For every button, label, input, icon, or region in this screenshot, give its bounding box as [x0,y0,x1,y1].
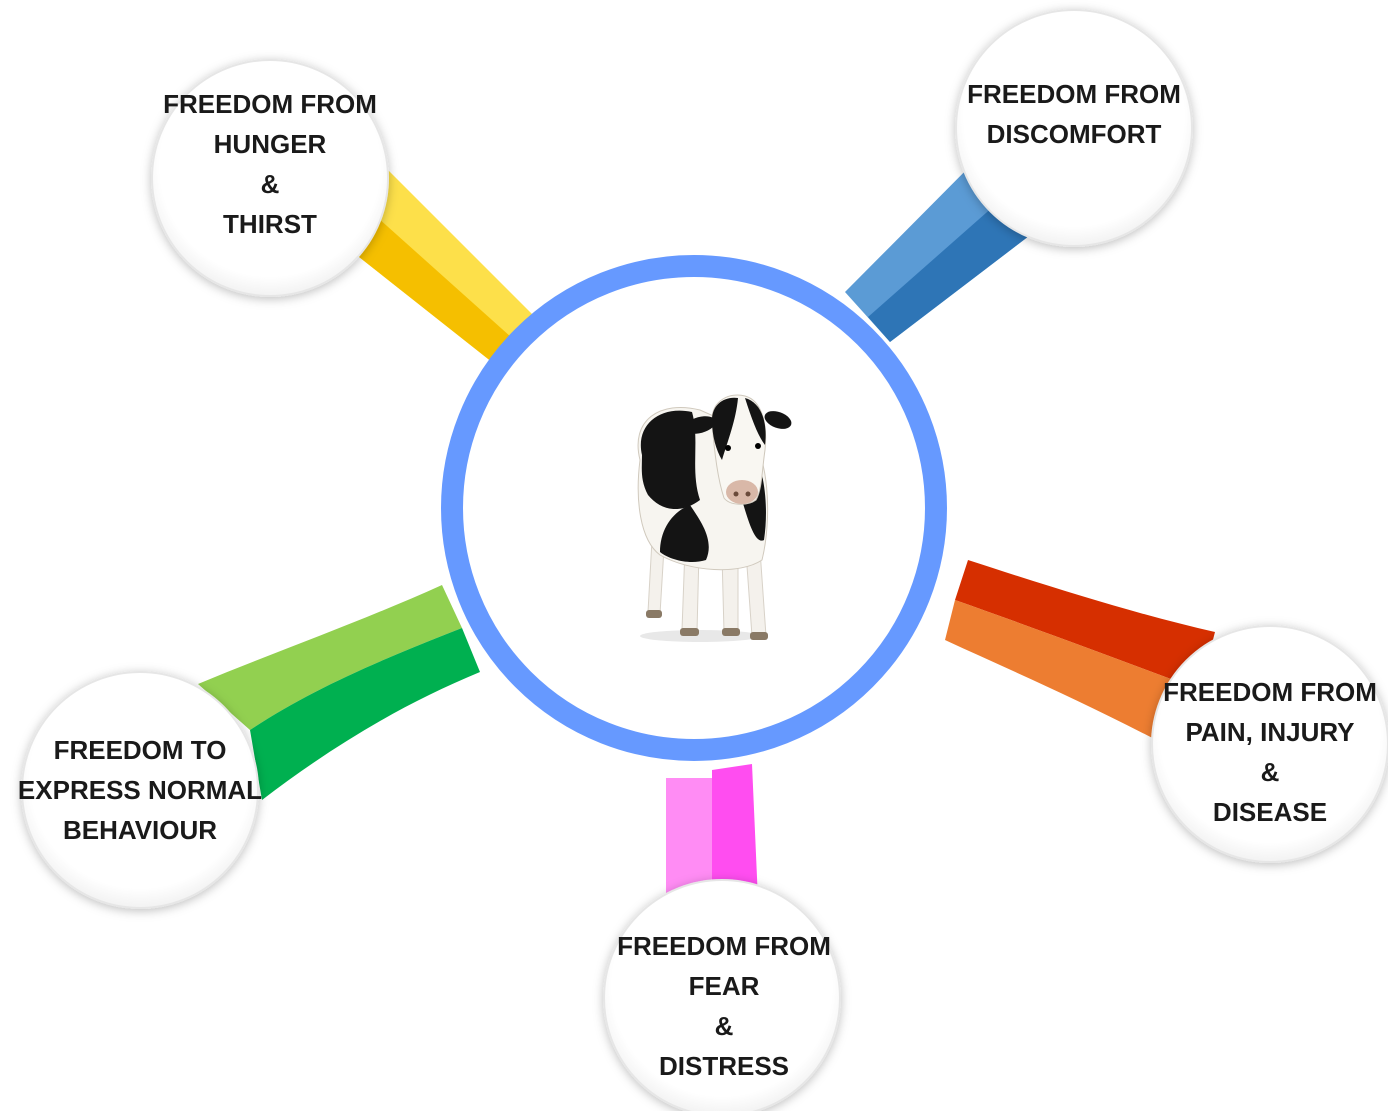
label-hunger-line-4: THIRST [223,209,317,239]
label-discomfort-line-1: FREEDOM FROM [967,79,1181,109]
label-behaviour-line-3: BEHAVIOUR [62,815,218,845]
label-hunger-line-3: & [260,169,280,199]
label-fear-line-1: FREEDOM FROM [617,931,831,961]
connector-hunger-dark [335,200,521,370]
label-hunger-line-1: FREEDOM FROM [163,89,377,119]
label-hunger: FREEDOM FROM HUNGER & THIRST [150,84,390,244]
label-fear-line-4: DISTRESS [658,1051,790,1081]
connector-behaviour-dark [250,628,480,800]
connector-pain-dark [955,560,1215,690]
node-discomfort [955,9,1193,247]
connector-fear-light [666,778,712,900]
connector-behaviour-light [198,585,462,730]
label-fear-line-3: & [714,1011,734,1041]
node-pain [1151,625,1388,863]
label-discomfort: FREEDOM FROM DISCOMFORT [954,74,1194,154]
label-pain-line-4: DISEASE [1212,797,1328,827]
label-hunger-line-2: HUNGER [213,129,327,159]
node-fear [603,879,841,1111]
label-behaviour-line-2: EXPRESS NORMAL [17,775,263,805]
label-fear: FREEDOM FROM FEAR & DISTRESS [604,926,844,1086]
label-behaviour-line-1: FREEDOM TO [53,735,227,765]
label-pain-line-2: PAIN, INJURY [1185,717,1355,747]
label-pain: FREEDOM FROM PAIN, INJURY & DISEASE [1150,672,1388,832]
node-behaviour [21,671,259,909]
label-behaviour: FREEDOM TO EXPRESS NORMAL BEHAVIOUR [10,730,270,850]
label-pain-line-3: & [1260,757,1280,787]
node-hunger [151,59,389,297]
label-fear-line-2: FEAR [688,971,760,1001]
label-pain-line-1: FREEDOM FROM [1163,677,1377,707]
cow-image [637,394,792,642]
label-discomfort-line-2: DISCOMFORT [986,119,1162,149]
center-hub [441,255,947,761]
connector-pain-light [945,600,1200,742]
connector-fear-dark [712,764,758,900]
freedom-nodes [21,9,1388,1111]
